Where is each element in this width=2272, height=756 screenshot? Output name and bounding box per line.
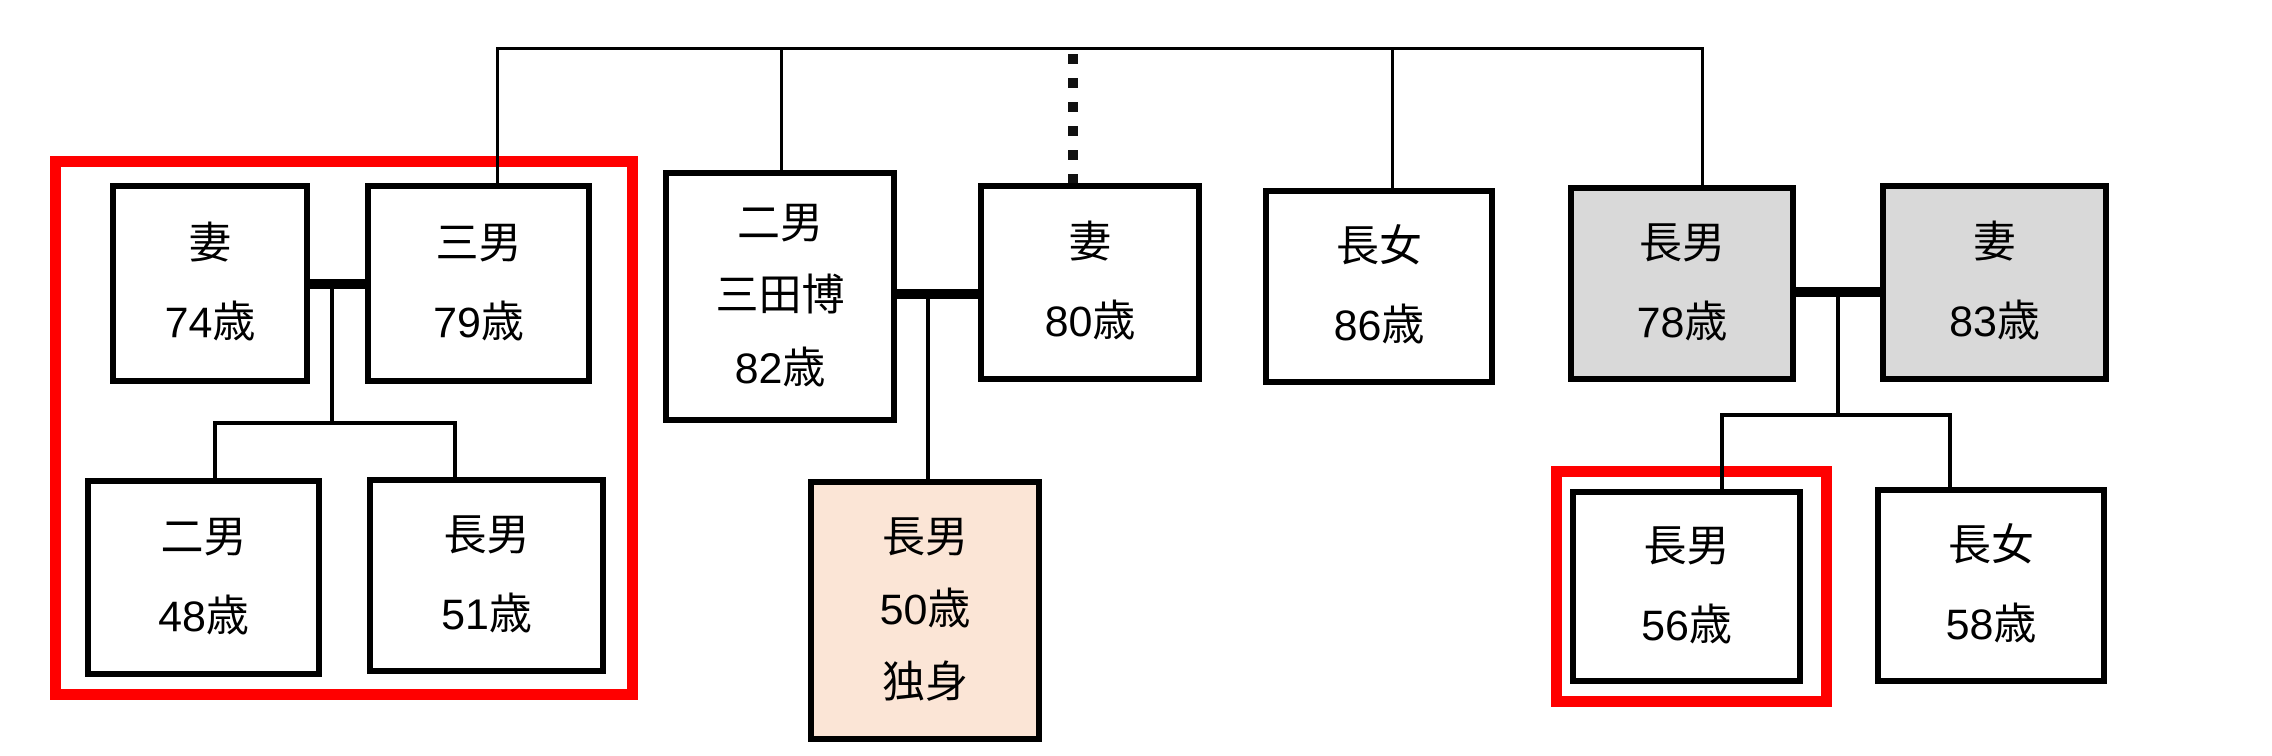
descent-line-son1 [1701,47,1704,185]
descent-line-left-children [330,284,334,425]
children-rail-left [213,421,457,425]
node-age-label: 83歳 [1949,297,2040,346]
node-daughter1-86: 長女 86歳 [1263,188,1495,385]
node-age-label: 51歳 [441,590,532,639]
node-age-label: 78歳 [1636,298,1728,347]
node-role-label: 長男 [882,514,968,563]
node-note-label: 独身 [882,658,968,707]
descent-line-daughter1 [1391,47,1394,188]
node-role-label: 長女 [1948,522,2034,571]
marriage-line-son3-wife74 [310,279,365,289]
node-role-label: 三男 [435,220,522,269]
descent-line-son2child [926,294,930,479]
highlight-frame-left-family [50,156,638,700]
children-drop-nephew2 [213,421,217,478]
highlight-frame-son1-child [1551,466,1832,707]
node-role-label: 妻 [188,220,232,269]
node-age-label: 56歳 [1641,601,1732,650]
descent-line-son3 [496,47,499,183]
descent-line-son2 [780,47,783,170]
node-name-label: 三田博 [715,272,845,321]
node-son2child-50-single: 長男 50歳 独身 [808,479,1042,742]
node-role-label: 妻 [1973,219,2016,268]
node-age-label: 80歳 [1044,297,1136,346]
node-role-label: 長男 [1643,523,1730,572]
node-age-label: 58歳 [1945,600,2037,649]
node-nephew1-51: 長男 51歳 [367,477,606,674]
node-age-label: 50歳 [879,586,971,635]
node-nephew2-48: 二男 48歳 [85,478,322,677]
marriage-line-son2-wife80 [897,289,978,299]
children-drop-nephew1 [453,421,457,477]
node-wife-74: 妻 74歳 [110,183,310,384]
node-age-label: 79歳 [433,298,524,347]
node-role-label: 妻 [1068,219,1112,268]
node-son1child2-58: 長女 58歳 [1875,487,2107,684]
node-wife-80: 妻 80歳 [978,183,1202,382]
node-wife-83: 妻 83歳 [1880,183,2109,382]
node-son1child1-56: 長男 56歳 [1570,489,1803,684]
node-age-label: 86歳 [1333,301,1425,350]
sibling-line-top [497,47,1704,50]
node-age-label: 82歳 [734,344,826,393]
node-son1-78: 長男 78歳 [1568,185,1796,382]
node-age-label: 74歳 [164,298,256,347]
node-role-label: 二男 [737,200,823,249]
dotted-descent-line-wife80 [1068,54,1078,183]
node-son2-mitahiroshi-82: 二男 三田博 82歳 [663,170,897,423]
node-role-label: 長男 [443,512,530,561]
children-rail-right [1720,413,1952,417]
node-role-label: 長女 [1336,223,1422,272]
node-son3-79: 三男 79歳 [365,183,592,384]
children-drop-son1child2 [1948,413,1952,487]
node-role-label: 二男 [160,514,247,563]
node-role-label: 長男 [1639,220,1725,269]
node-age-label: 48歳 [158,592,249,641]
children-drop-son1child1 [1720,413,1724,489]
descent-line-right-children [1836,292,1840,417]
